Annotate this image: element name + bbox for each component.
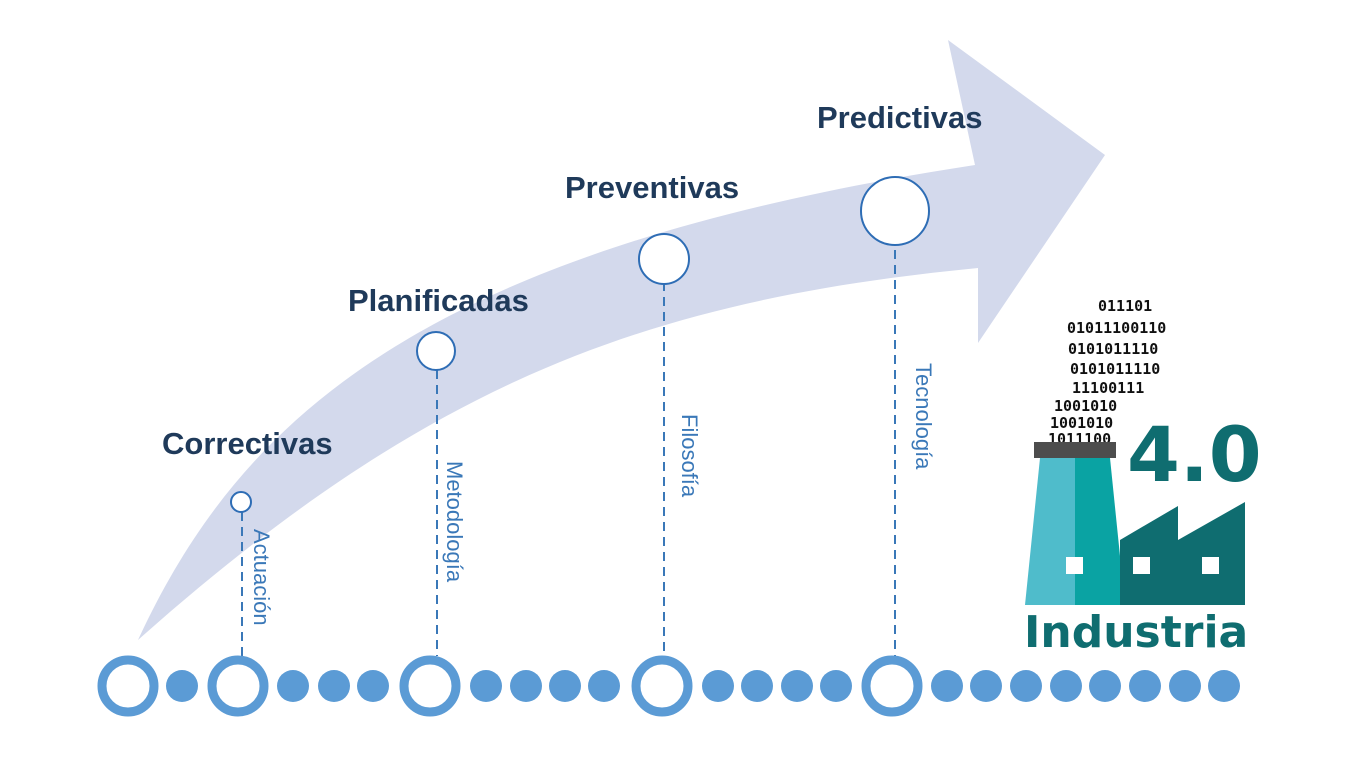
stage-label-preventivas: Preventivas: [565, 170, 739, 205]
timeline-dot: [510, 670, 542, 702]
logo-word: Industria: [1024, 607, 1248, 658]
timeline-dot: [1010, 670, 1042, 702]
factory-building: [1120, 502, 1245, 605]
binary-line: 01011100110: [1067, 319, 1166, 337]
timeline-dot: [549, 670, 581, 702]
timeline-dot: [1050, 670, 1082, 702]
stage-marker-predictivas: [860, 176, 930, 246]
stage-label-planificadas: Planificadas: [348, 283, 529, 318]
factory-window: [1202, 557, 1219, 574]
timeline-dot: [357, 670, 389, 702]
timeline-ring: [631, 655, 693, 717]
industria-logo: 011101 01011100110 0101011110 0101011110…: [1024, 297, 1262, 658]
stage-markers: [230, 176, 930, 513]
stage-marker-planificadas: [416, 331, 456, 371]
binary-line: 1001010: [1050, 414, 1113, 432]
concept-label-tecnologia: Tecnología: [911, 363, 936, 470]
timeline-dot: [277, 670, 309, 702]
timeline-dot: [1129, 670, 1161, 702]
timeline-dot: [970, 670, 1002, 702]
timeline-ring: [207, 655, 269, 717]
timeline-dot: [820, 670, 852, 702]
connector-lines: [241, 205, 896, 656]
stage-marker-correctivas: [230, 491, 252, 513]
timeline-ring: [861, 655, 923, 717]
concept-label-filosofia: Filosofía: [677, 414, 702, 498]
concept-label-actuacion: Actuación: [249, 529, 274, 626]
binary-line: 1001010: [1054, 397, 1117, 415]
binary-line: 0101011110: [1068, 340, 1158, 358]
logo-version: 4.0: [1127, 410, 1262, 499]
timeline-dot: [588, 670, 620, 702]
timeline-ring: [399, 655, 461, 717]
binary-line: 0101011110: [1070, 360, 1160, 378]
timeline-dot: [781, 670, 813, 702]
concept-label-metodologia: Metodología: [442, 461, 467, 583]
chimney-cap: [1034, 442, 1116, 458]
timeline-dot: [470, 670, 502, 702]
evolution-arrow: [138, 40, 1105, 640]
binary-smoke: 011101 01011100110 0101011110 0101011110…: [1048, 297, 1166, 448]
timeline-dot: [931, 670, 963, 702]
timeline-dot: [1169, 670, 1201, 702]
stage-label-correctivas: Correctivas: [162, 426, 333, 461]
stage-label-predictivas: Predictivas: [817, 100, 982, 135]
timeline-dot: [1208, 670, 1240, 702]
timeline-dot: [318, 670, 350, 702]
chimney-left: [1025, 458, 1075, 605]
factory-window: [1133, 557, 1150, 574]
factory-window: [1066, 557, 1083, 574]
timeline-ring: [97, 655, 159, 717]
timeline-dot: [166, 670, 198, 702]
timeline-dot: [702, 670, 734, 702]
binary-line: 011101: [1098, 297, 1152, 315]
binary-line: 11100111: [1072, 379, 1144, 397]
chimney-right: [1075, 458, 1125, 605]
timeline-dots: [97, 655, 1240, 717]
stage-marker-preventivas: [638, 233, 690, 285]
timeline-dot: [741, 670, 773, 702]
timeline-dot: [1089, 670, 1121, 702]
